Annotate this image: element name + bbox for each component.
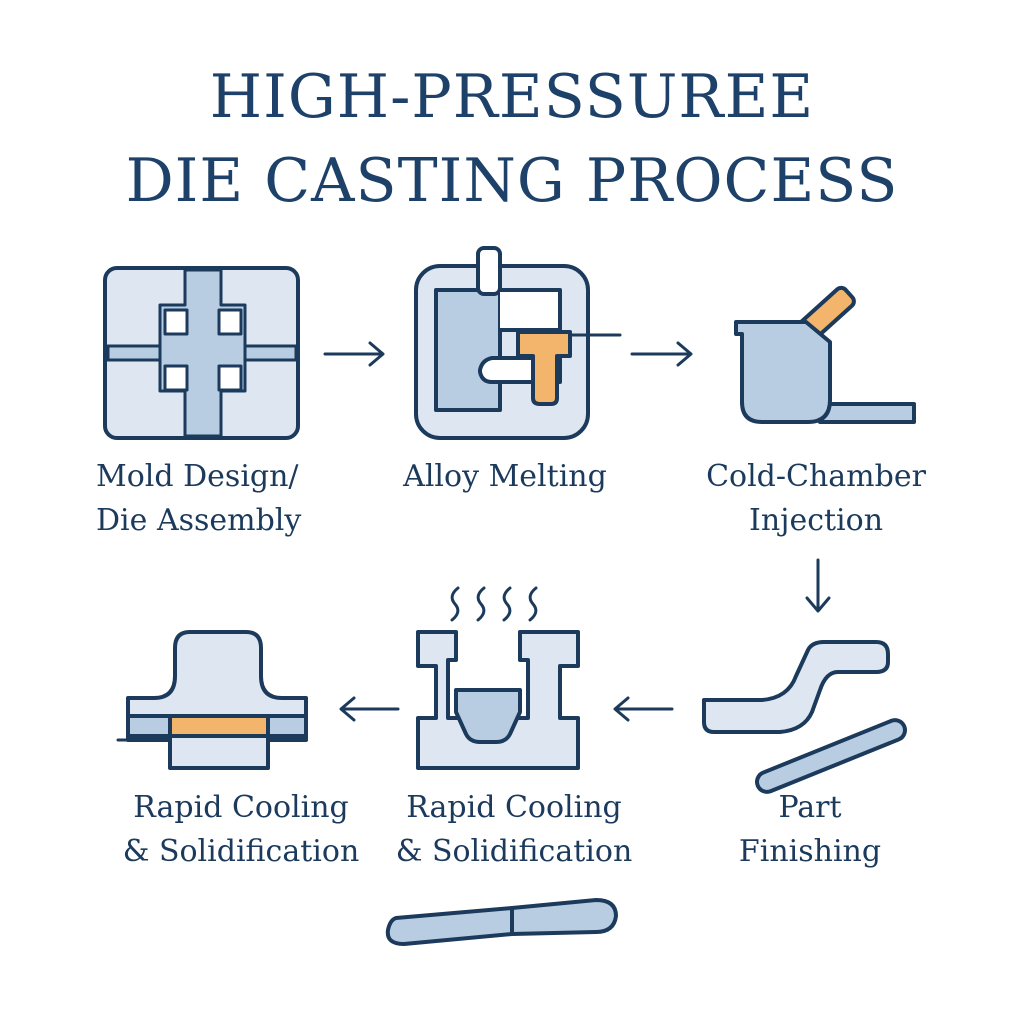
page-title-line-2: DIE CASTING PROCESS [125, 146, 899, 216]
arrow-down-3 [805, 558, 831, 613]
page-title-line-1: HIGH-PRESSUREE [209, 62, 815, 132]
step-label-rapid-cooling-die: Rapid Cooling & Solidification [395, 790, 633, 869]
knife-icon [385, 898, 618, 946]
step-label-alloy-melting: Alloy Melting [403, 459, 607, 494]
arrow-left-4 [613, 696, 674, 722]
step-label-part-finishing: Part Finishing [738, 790, 882, 869]
part-finishing-icon [702, 640, 907, 794]
steam-icon [450, 586, 538, 622]
arrow-right-1 [323, 341, 385, 367]
arrow-right-2 [630, 341, 693, 367]
cooling-die-icon [416, 630, 580, 770]
step-label-rapid-cooling-press: Rapid Cooling & Solidification [122, 790, 360, 869]
alloy-melting-icon [414, 246, 622, 440]
arrow-left-5 [339, 696, 400, 722]
step-label-cold-chamber: Cold-Chamber Injection [706, 459, 926, 538]
mold-die-icon [103, 266, 300, 440]
step-label-mold-design: Mold Design/ Die Assembly [96, 459, 302, 538]
cooling-press-icon [116, 630, 308, 770]
cold-chamber-icon [734, 285, 916, 424]
